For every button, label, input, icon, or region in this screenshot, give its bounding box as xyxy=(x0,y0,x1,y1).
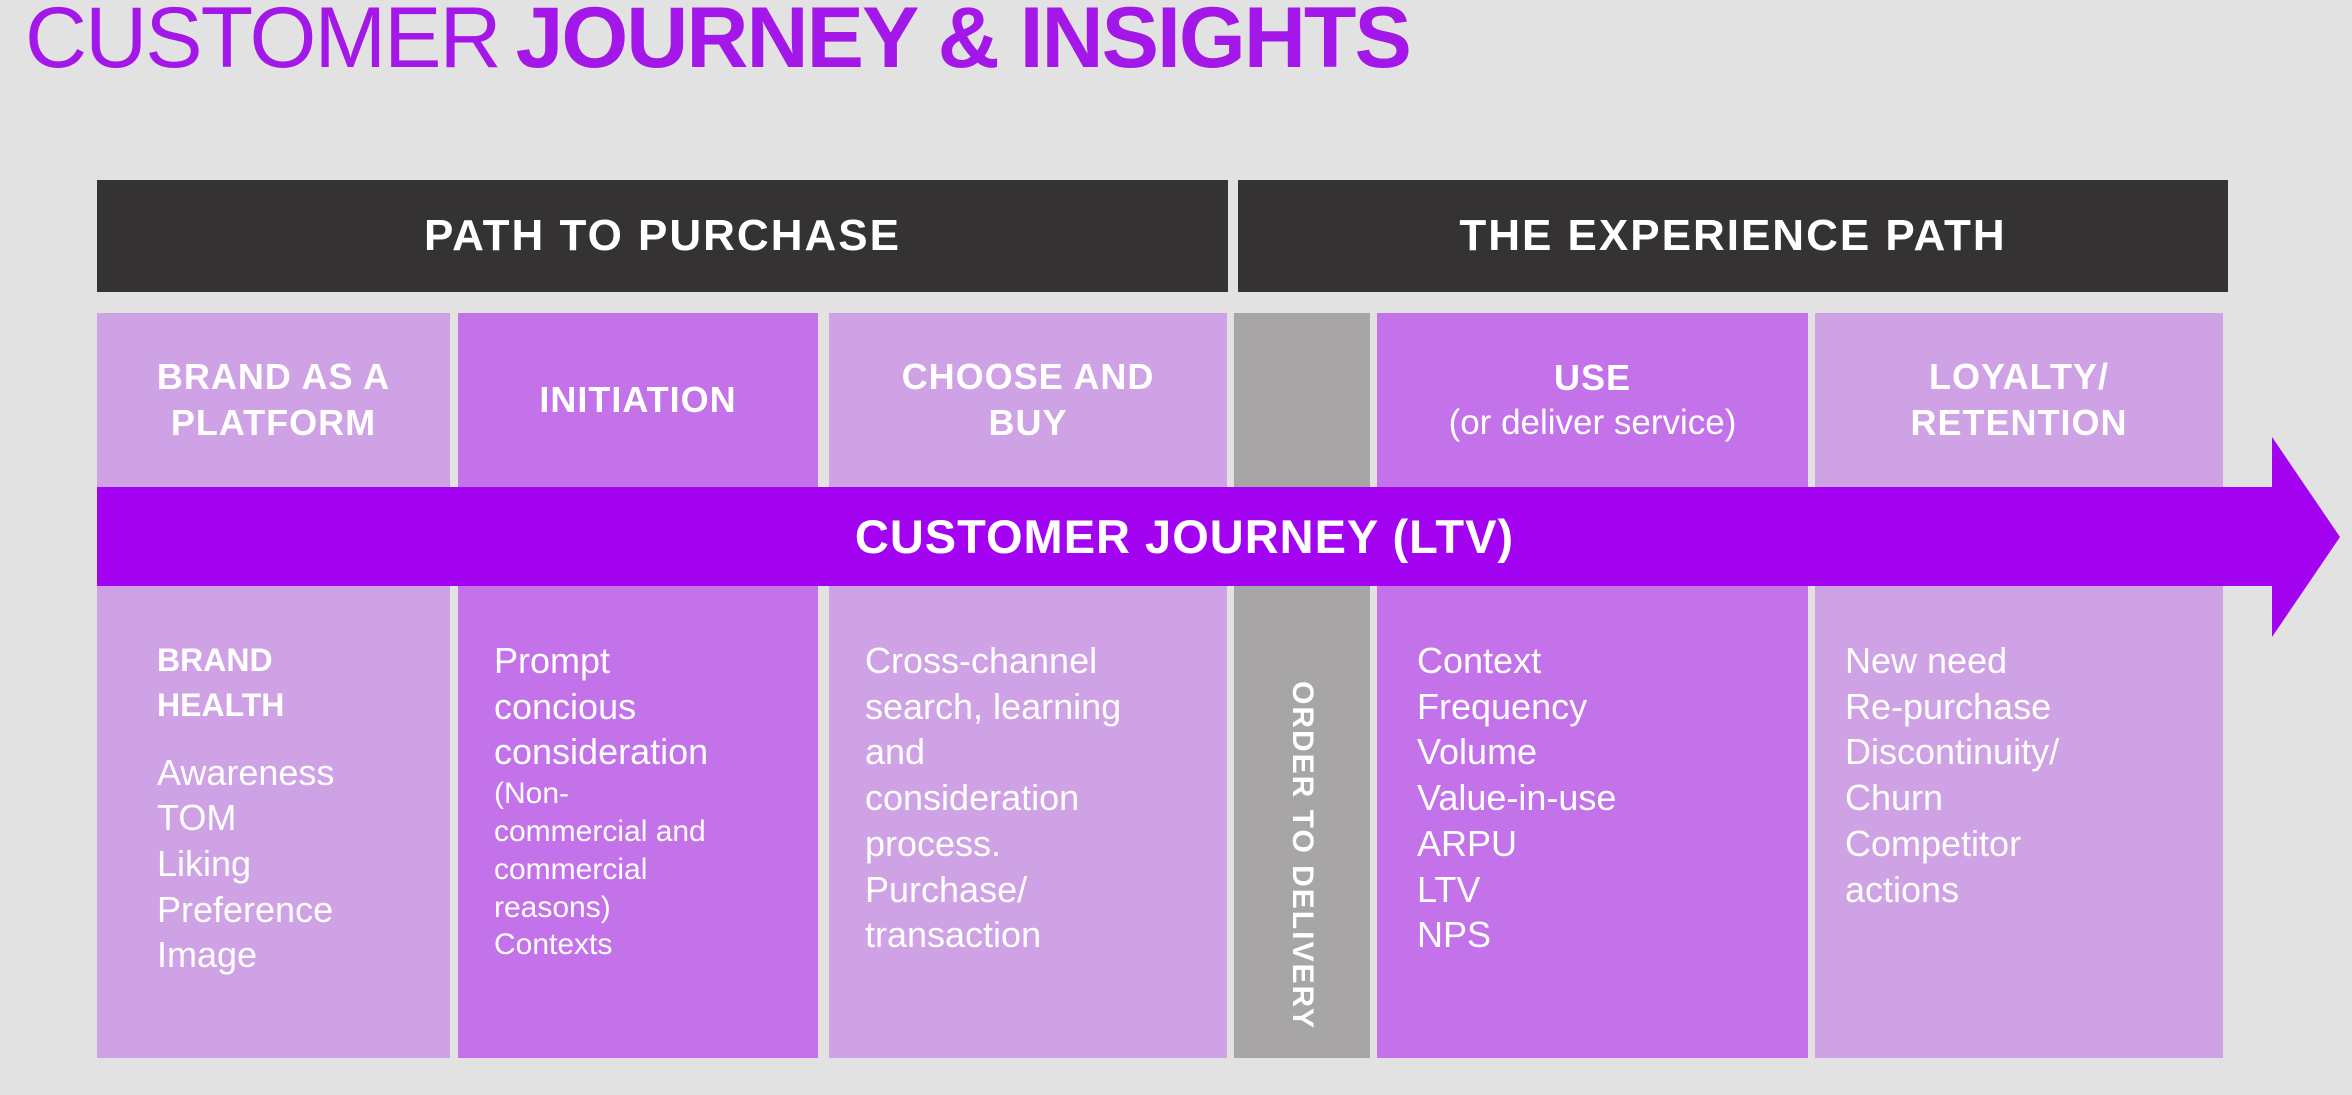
phase-bar-label: THE EXPERIENCE PATH xyxy=(1459,211,2007,260)
column-loyalty-retention: LOYALTY/ RETENTION New need Re-purchase … xyxy=(1815,313,2223,1058)
column-header-sublabel: (or deliver service) xyxy=(1448,403,1737,443)
column-body-text: Cross-channel search, learning and consi… xyxy=(865,640,1122,956)
column-body-text-small: (Non- commercial and commercial reasons)… xyxy=(494,777,706,962)
column-body-text: New need Re-purchase Discontinuity/ Chur… xyxy=(1845,640,2060,910)
column-header: CHOOSE AND BUY xyxy=(829,313,1227,487)
phase-bar-path-to-purchase: PATH TO PURCHASE xyxy=(97,180,1228,292)
column-header: LOYALTY/ RETENTION xyxy=(1815,313,2223,487)
column-brand-as-a-platform: BRAND AS A PLATFORM BRAND HEALTH Awarene… xyxy=(97,313,450,1058)
column-header: BRAND AS A PLATFORM xyxy=(97,313,450,487)
customer-journey-arrow-label: CUSTOMER JOURNEY (LTV) xyxy=(854,510,1515,563)
order-to-delivery-label: ORDER TO DELIVERY xyxy=(1286,681,1319,1031)
title-emphasis: JOURNEY & INSIGHTS xyxy=(515,0,1412,86)
column-body-heading: BRAND HEALTH xyxy=(157,642,285,723)
column-header-label: LOYALTY/ RETENTION xyxy=(1910,355,2128,443)
column-initiation: INITIATION Prompt concious consideration… xyxy=(458,313,818,1058)
customer-journey-arrow-head xyxy=(2272,437,2340,637)
column-body: Cross-channel search, learning and consi… xyxy=(829,487,1227,1058)
column-use: USE (or deliver service) Context Frequen… xyxy=(1377,313,1808,1058)
column-header: USE (or deliver service) xyxy=(1377,313,1808,487)
phase-bar-experience-path: THE EXPERIENCE PATH xyxy=(1238,180,2228,292)
column-body: New need Re-purchase Discontinuity/ Chur… xyxy=(1815,487,2223,1058)
column-header: INITIATION xyxy=(458,313,818,487)
column-header-label: BRAND AS A PLATFORM xyxy=(156,355,391,443)
column-body: Prompt concious consideration (Non- comm… xyxy=(458,487,818,1058)
column-body-text: Context Frequency Volume Value-in-use AR… xyxy=(1417,640,1617,956)
order-to-delivery-bar: ORDER TO DELIVERY xyxy=(1234,313,1370,1058)
column-body: Context Frequency Volume Value-in-use AR… xyxy=(1377,487,1808,1058)
column-header-label: CHOOSE AND BUY xyxy=(901,355,1155,443)
column-body-text: Awareness TOM Liking Preference Image xyxy=(157,751,335,976)
phase-bar-label: PATH TO PURCHASE xyxy=(424,211,901,260)
column-body-text: Prompt concious consideration xyxy=(494,640,709,773)
column-header-label: USE xyxy=(1553,357,1632,399)
customer-journey-arrow-shaft: CUSTOMER JOURNEY (LTV) xyxy=(97,487,2272,586)
column-body: BRAND HEALTH Awareness TOM Liking Prefer… xyxy=(97,487,450,1058)
column-header-label: INITIATION xyxy=(539,378,737,420)
title-prefix: CUSTOMER xyxy=(25,0,502,86)
column-choose-and-buy: CHOOSE AND BUY Cross-channel search, lea… xyxy=(829,313,1227,1058)
